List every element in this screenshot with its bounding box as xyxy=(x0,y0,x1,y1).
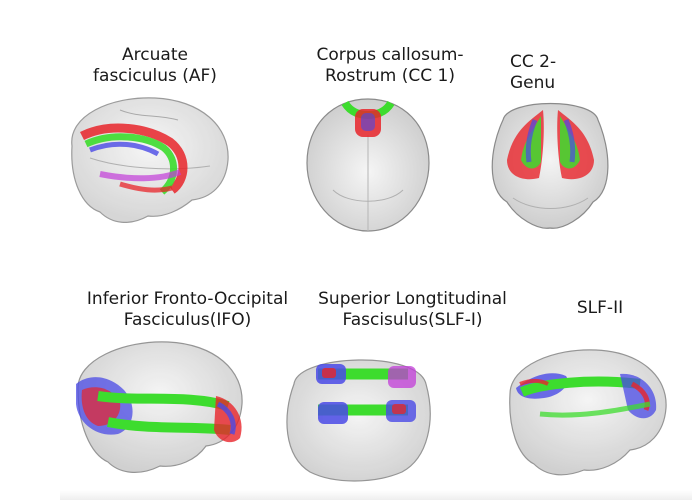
brain-panel-slf2 xyxy=(500,344,675,484)
label-slf1: Superior Longtitudinal Fascisulus(SLF-I) xyxy=(318,289,507,330)
brain-panel-slf1 xyxy=(278,344,438,484)
label-cc1: Corpus callosum- Rostrum (CC 1) xyxy=(316,45,464,86)
label-ifo: Inferior Fronto-Occipital Fasciculus(IFO… xyxy=(86,289,289,330)
bottom-shadow xyxy=(60,490,692,500)
slf1-brain-illustration xyxy=(286,359,431,482)
cc1-brain-illustration xyxy=(306,98,430,232)
brain-panel-ifo xyxy=(68,334,253,484)
ifo-brain-illustration xyxy=(76,341,243,473)
label-af: Arcuate fasciculus (AF) xyxy=(93,45,217,86)
brain-panel-cc1 xyxy=(303,95,433,235)
slf2-brain-illustration xyxy=(509,349,667,476)
label-cc2: CC 2- Genu xyxy=(510,52,557,93)
label-slf2: SLF-II xyxy=(576,298,624,318)
brain-panel-cc2 xyxy=(483,90,618,235)
cc2-brain-illustration xyxy=(491,102,609,229)
brain-panel-af xyxy=(60,88,240,233)
af-brain-illustration xyxy=(71,97,229,223)
